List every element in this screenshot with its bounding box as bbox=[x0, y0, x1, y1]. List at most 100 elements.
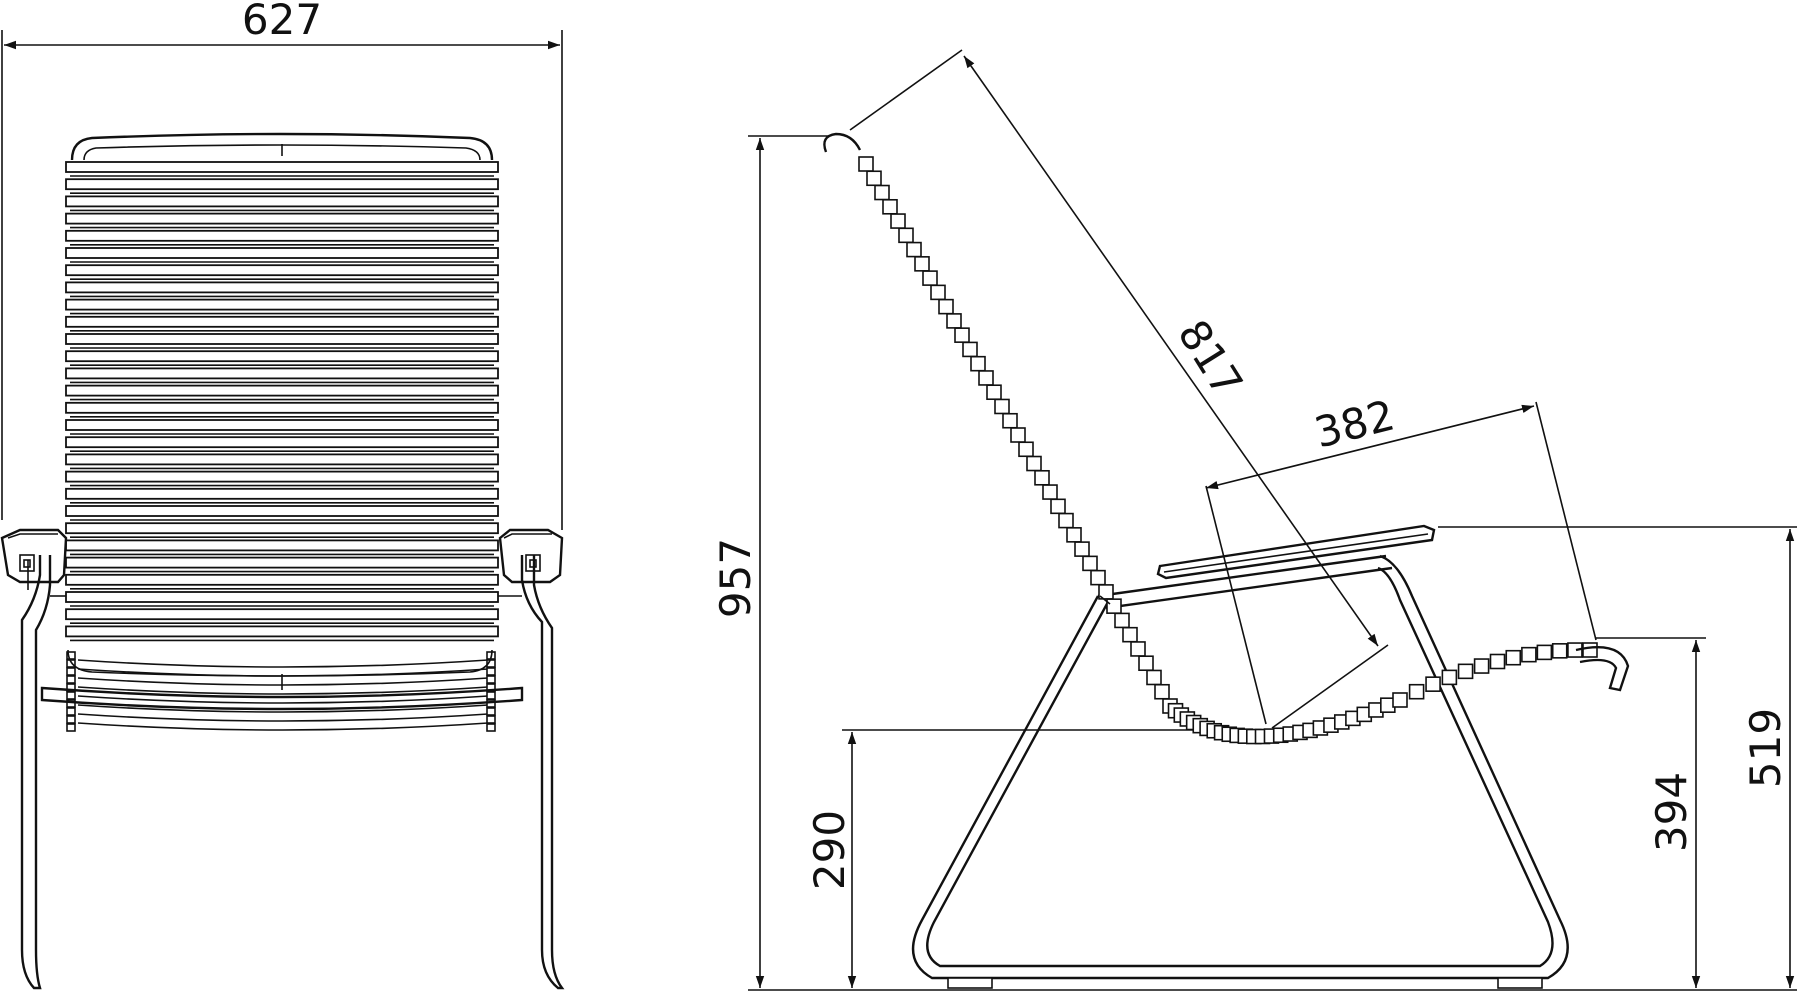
side-slat-chain bbox=[858, 156, 1598, 745]
backrest-slat bbox=[65, 195, 499, 208]
seat-depth-dim-line bbox=[1205, 404, 1535, 490]
seat-slat bbox=[77, 704, 489, 713]
slat-profile bbox=[1066, 527, 1082, 543]
side-seat-lip bbox=[1575, 646, 1630, 692]
backrest-slat bbox=[65, 522, 499, 535]
chain-link bbox=[66, 667, 76, 676]
seat-slat bbox=[77, 722, 489, 731]
slat-profile bbox=[1122, 626, 1138, 643]
slat-profile bbox=[874, 184, 890, 201]
chain-link bbox=[66, 715, 76, 724]
slat-profile bbox=[1146, 669, 1162, 686]
slat-profile bbox=[1489, 653, 1506, 670]
backrest-slat bbox=[65, 350, 499, 363]
slat-profile bbox=[978, 370, 994, 386]
back-length-dim-extension-bottom bbox=[1271, 644, 1389, 729]
slat-profile bbox=[1138, 655, 1154, 672]
backrest-slat bbox=[65, 281, 499, 294]
backrest-slat bbox=[65, 315, 499, 328]
backrest-slat bbox=[65, 556, 499, 569]
backrest-slat bbox=[65, 247, 499, 259]
backrest-slat bbox=[65, 436, 499, 449]
chain-link bbox=[486, 715, 496, 724]
slat-profile bbox=[954, 327, 970, 343]
slat-profile bbox=[882, 198, 898, 215]
slat-profile bbox=[1098, 584, 1114, 600]
chain-link bbox=[66, 651, 76, 660]
slat-profile bbox=[1457, 663, 1474, 680]
backrest-slat bbox=[65, 608, 499, 621]
backrest-slat bbox=[65, 298, 499, 311]
backrest-slat bbox=[65, 539, 499, 552]
back-length-dim-extension-top bbox=[849, 49, 963, 131]
back-length-dim-line bbox=[963, 55, 1379, 647]
slat-profile bbox=[1425, 676, 1441, 692]
slat-profile bbox=[1042, 484, 1058, 500]
backrest-slat bbox=[65, 591, 499, 603]
front-crossbar bbox=[40, 686, 524, 711]
slat-profile bbox=[970, 355, 986, 372]
back-length-dim-label: 817 bbox=[1168, 311, 1252, 405]
slat-profile bbox=[1058, 512, 1074, 529]
seat-depth-dim-label: 382 bbox=[1310, 390, 1400, 457]
slat-profile bbox=[914, 256, 930, 272]
backrest-slat bbox=[65, 161, 499, 173]
slat-profile bbox=[890, 213, 906, 229]
side-backrest-top bbox=[823, 132, 862, 153]
slat-profile bbox=[986, 384, 1002, 401]
backrest-slat bbox=[65, 470, 499, 483]
chain-link bbox=[66, 659, 76, 668]
chain-link bbox=[486, 723, 496, 732]
front-side-chains bbox=[66, 651, 496, 732]
slat-profile bbox=[922, 270, 938, 286]
slat-profile bbox=[1090, 569, 1106, 586]
front-view: 627 bbox=[0, 0, 565, 990]
backrest-slat bbox=[65, 625, 499, 638]
armrest-height-dim-label: 519 bbox=[1741, 708, 1790, 788]
chain-link bbox=[486, 707, 496, 716]
side-view: 957 290 394 519 817 382 bbox=[711, 49, 1797, 991]
slat-profile bbox=[1551, 643, 1568, 659]
slat-profile bbox=[1050, 498, 1066, 515]
slat-profile bbox=[1034, 469, 1050, 486]
backrest-slat bbox=[65, 384, 499, 397]
slat-profile bbox=[1392, 692, 1408, 708]
backrest-slat bbox=[65, 487, 499, 500]
backrest-slat bbox=[65, 573, 499, 586]
backrest-slat bbox=[65, 505, 499, 517]
seat-depth-dim-extension-right bbox=[1535, 401, 1597, 641]
chain-link bbox=[486, 691, 496, 700]
side-frame bbox=[911, 554, 1569, 989]
slat-profile bbox=[1106, 598, 1122, 614]
slat-profile bbox=[1521, 646, 1537, 663]
slat-profile bbox=[1505, 649, 1522, 666]
front-seat-slats bbox=[77, 659, 489, 731]
front-backrest-slats bbox=[65, 161, 499, 642]
seat-slat bbox=[77, 695, 489, 704]
height-dim-label: 957 bbox=[711, 538, 760, 618]
front-seat-height-dim-label: 394 bbox=[1647, 772, 1696, 852]
backrest-slat bbox=[65, 264, 499, 277]
seat-slat bbox=[77, 668, 489, 677]
slat-profile bbox=[1074, 541, 1090, 557]
front-backrest-top-frame bbox=[70, 132, 494, 161]
slat-profile bbox=[930, 284, 946, 301]
slat-profile bbox=[1002, 412, 1018, 429]
backrest-slat bbox=[65, 333, 499, 345]
seat-height-dim-label: 290 bbox=[805, 810, 854, 890]
slat-profile bbox=[1130, 641, 1146, 657]
chain-link bbox=[66, 691, 76, 700]
front-armrest-left bbox=[0, 528, 68, 584]
slat-profile bbox=[994, 398, 1010, 415]
slat-profile bbox=[946, 313, 962, 329]
slat-profile bbox=[898, 227, 914, 244]
backrest-slat bbox=[65, 367, 499, 380]
slat-profile bbox=[1114, 612, 1130, 629]
chain-link bbox=[486, 675, 496, 684]
backrest-slat bbox=[65, 453, 499, 466]
chain-link bbox=[66, 723, 76, 732]
seat-depth-dim-extension-left bbox=[1205, 485, 1267, 725]
slat-profile bbox=[1018, 441, 1034, 458]
side-armrest bbox=[1156, 524, 1436, 580]
